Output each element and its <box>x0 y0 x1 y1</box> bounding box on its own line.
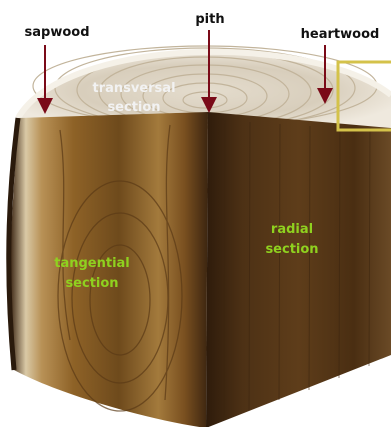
pith-label: pith <box>195 12 224 27</box>
tangential-label-line2: section <box>65 276 118 291</box>
radial-label-line1: radial <box>271 222 313 237</box>
transversal-label-line2: section <box>107 100 160 115</box>
radial-face <box>206 112 391 427</box>
radial-label-line2: section <box>265 242 318 257</box>
heartwood-label: heartwood <box>301 27 380 42</box>
transversal-label-line1: transversal <box>92 81 175 96</box>
tangential-label-line1: tangential <box>54 256 130 271</box>
sapwood-label: sapwood <box>25 25 90 40</box>
